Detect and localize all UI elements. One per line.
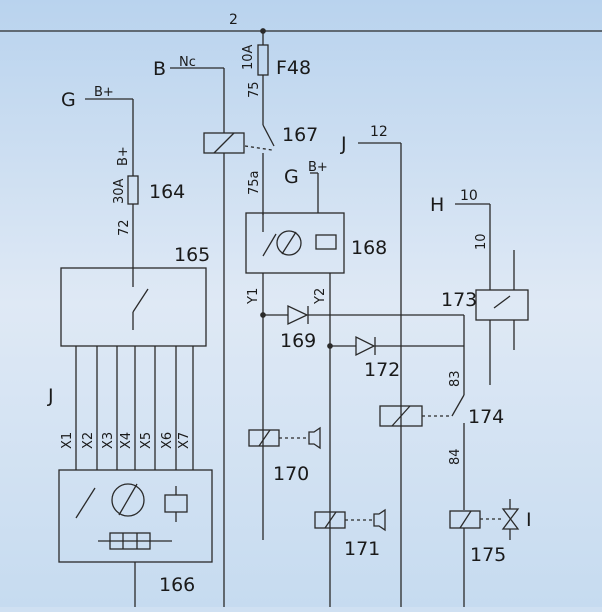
wire-j12-number: 12 [370,124,388,140]
valve-175-symbol [501,508,520,530]
diode-169-label: 169 [280,330,316,352]
fuse-164-upper-label: B+ [116,146,131,166]
module-166-switch [75,487,96,519]
wire-72-label: 72 [117,219,132,236]
module-166-motor-symbol [111,483,145,517]
module-165-label: 165 [174,244,210,266]
diode-172-label: 172 [364,359,400,381]
horn-171-symbol [373,508,386,532]
sensor-173-label: 173 [441,289,477,311]
bus-label: 2 [229,12,238,28]
valve-175-coil-mark [459,510,472,529]
valve-175-label: 175 [470,544,506,566]
sensor-173-wire-top: 10 [460,188,478,204]
horn-171-label: 171 [344,538,380,560]
horn-170-symbol [308,426,321,450]
switch-167-contact [262,124,275,147]
fuse-164-source-label: B+ [94,85,114,100]
connector-label-x5: X5 [139,432,154,449]
module-168-coil [315,234,337,250]
module-165-side-letter: J [47,385,54,407]
horn-170-label: 170 [273,463,309,485]
diode-169-symbol [287,304,309,326]
valve-175-side-letter: I [526,509,532,531]
relay-174-wire-top: 83 [448,370,463,387]
module-168-source-label: B+ [308,160,328,175]
connector-label-x4: X4 [119,432,134,449]
relay-174-contact [451,394,465,417]
module-168-out-y1: Y1 [246,288,261,305]
relay-167-source-letter: B [153,58,166,80]
relay-174-wire-bottom: 84 [448,448,463,465]
module-166-heater [109,532,151,550]
relay-174-label: 174 [468,406,504,428]
fuse-164-rating: 30A [112,178,127,204]
sensor-173-arrow [493,295,511,309]
connector-label-x2: X2 [81,432,96,449]
wire-j12-letter: J [340,133,347,155]
module-166-motor-slash [118,483,138,516]
module-168-source-letter: G [284,166,299,188]
f48-rating: 10A [241,44,256,70]
module-166-label: 166 [159,574,195,596]
horn-171-coil-mark [324,511,337,529]
fuse-164-source-letter: G [61,89,76,111]
relay-167-coil-mark [213,132,235,154]
diode-172-symbol [355,335,376,357]
wire-75a-label: 75a [247,170,262,195]
module-168-motor-slash [281,231,297,255]
sensor-173-box [475,289,529,321]
f48-wire: 75 [247,81,262,98]
sensor-173-wire-side: 10 [474,233,489,250]
relay-167-source-label: Nc [179,55,196,70]
horn-170-coil-mark [258,429,271,447]
module-168-label: 168 [351,237,387,259]
module-168-out-y2: Y2 [313,288,328,305]
relay-167-label: 167 [282,124,318,146]
sensor-173-letter: H [430,194,444,216]
relay-174-coil-mark [391,405,411,427]
relay-167-link [244,145,273,151]
module-168-motor-symbol [276,230,302,256]
connector-label-x3: X3 [101,432,116,449]
connector-label-x1: X1 [60,432,75,449]
module-165-switch [132,288,149,313]
module-168-box [245,212,345,274]
connector-label-x7: X7 [177,432,192,449]
module-168-switch [262,233,277,257]
connector-label-x6: X6 [160,432,175,449]
fuse-164-label: 164 [149,181,185,203]
f48-label: F48 [276,57,311,79]
